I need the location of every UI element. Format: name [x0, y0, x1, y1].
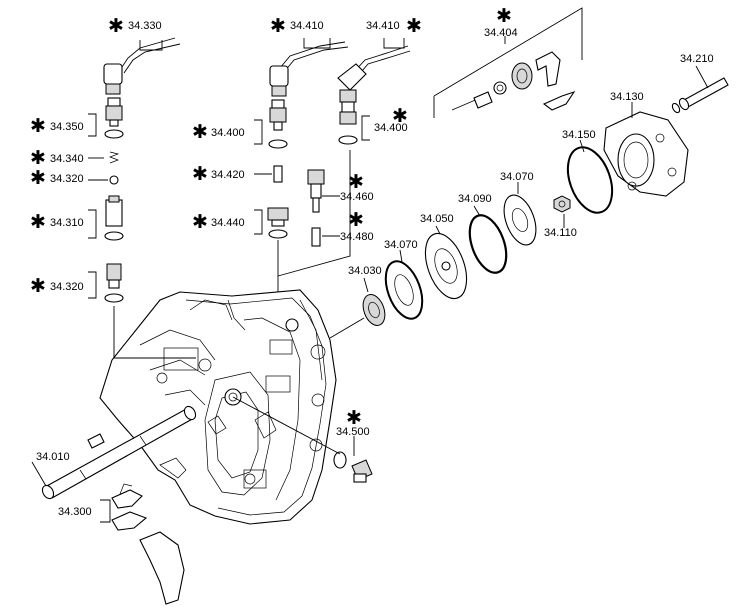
label-34480: 34.480 — [340, 231, 374, 243]
star-34330: ✱ — [108, 15, 124, 37]
axis-line-center — [329, 317, 365, 339]
label-34340: 34.340 — [50, 153, 84, 165]
washer-34070a — [503, 194, 537, 246]
bracket-34410a — [303, 38, 331, 49]
kit-34404 — [433, 7, 583, 118]
leader-34030 — [363, 277, 369, 293]
label-34130: 34.130 — [610, 91, 644, 103]
seal-34030 — [362, 294, 386, 326]
star-34310: ✱ — [30, 211, 46, 233]
star-34500: ✱ — [346, 407, 362, 429]
star-34350: ✱ — [30, 115, 46, 137]
bracket-34310 — [88, 209, 97, 239]
label-34410b: 34.410 — [366, 20, 400, 32]
label-34070b: 34.070 — [384, 239, 418, 251]
part-labels: 34.330 34.410 34.410 34.404 34.210 34.35… — [36, 20, 714, 518]
leader-34500-axis — [232, 396, 341, 455]
star-markers: ✱ ✱ ✱ ✱ ✱ ✱ ✱ ✱ ✱ ✱ ✱ ✱ ✱ ✱ ✱ ✱ — [30, 5, 512, 429]
star-34440: ✱ — [192, 211, 208, 233]
leader-34300-bracket — [100, 499, 111, 523]
bracket-34440 — [254, 209, 263, 235]
star-34320a: ✱ — [30, 167, 46, 189]
label-34320b: 34.320 — [50, 281, 84, 293]
star-34320b: ✱ — [30, 275, 46, 297]
label-34310: 34.310 — [50, 217, 84, 229]
star-34420: ✱ — [192, 163, 208, 185]
bolt-34210 — [671, 77, 729, 114]
leader-34090 — [473, 205, 481, 217]
oring-34150 — [566, 146, 614, 214]
bracket-34350 — [88, 113, 97, 137]
label-34330: 34.330 — [128, 20, 162, 32]
gearbox-housing — [99, 289, 337, 605]
leader-34150 — [579, 139, 585, 153]
washer-34070b — [384, 260, 424, 320]
label-34300: 34.300 — [58, 506, 92, 518]
label-34440: 34.440 — [211, 217, 245, 229]
label-34110: 34.110 — [544, 227, 577, 239]
label-34420: 34.420 — [211, 169, 245, 181]
label-34400b: 34.400 — [374, 122, 408, 134]
bracket-34400b — [361, 115, 370, 141]
label-34404: 34.404 — [484, 27, 518, 39]
nut-34110 — [553, 195, 571, 213]
right-sensor — [337, 45, 411, 145]
bracket-34330 — [139, 40, 163, 51]
plug-34500 — [333, 451, 373, 483]
star-34404: ✱ — [496, 5, 512, 27]
left-sensor-stack — [103, 37, 181, 303]
label-34210: 34.210 — [680, 53, 714, 65]
leader-34050 — [435, 225, 441, 235]
leader-right-sensor — [277, 150, 351, 277]
leader-34010 — [31, 461, 47, 487]
bracket-34320b — [88, 271, 97, 299]
label-34050: 34.050 — [420, 213, 454, 225]
bracket-34400a — [254, 119, 263, 145]
clip-parts — [111, 483, 148, 531]
shift-rod — [41, 405, 197, 500]
star-34410a: ✱ — [270, 15, 286, 37]
leader-left-stack-to-housing — [113, 306, 196, 359]
label-34150: 34.150 — [562, 129, 596, 141]
oring-34090 — [468, 214, 508, 274]
label-34410a: 34.410 — [290, 20, 324, 32]
label-34460: 34.460 — [340, 191, 374, 203]
label-34070a: 34.070 — [500, 171, 534, 183]
star-34410b: ✱ — [406, 15, 422, 37]
star-34400a: ✱ — [192, 121, 208, 143]
label-34400a: 34.400 — [211, 127, 245, 139]
leader-34070b — [399, 249, 403, 263]
label-34030: 34.030 — [348, 265, 382, 277]
middle-sensor-stack — [267, 41, 349, 247]
label-34500: 34.500 — [336, 426, 370, 438]
leader-34210 — [695, 65, 709, 89]
star-34400b: ✱ — [392, 105, 408, 127]
label-34090: 34.090 — [458, 193, 492, 205]
star-34460: ✱ — [348, 171, 364, 193]
label-34320a: 34.320 — [50, 173, 84, 185]
bracket-34410b — [383, 38, 405, 49]
label-34010: 34.010 — [36, 451, 70, 463]
cover-34130 — [603, 111, 689, 197]
label-34350: 34.350 — [50, 121, 84, 133]
star-34480: ✱ — [348, 209, 364, 231]
piston-34050 — [424, 232, 468, 300]
star-34340: ✱ — [30, 147, 46, 169]
